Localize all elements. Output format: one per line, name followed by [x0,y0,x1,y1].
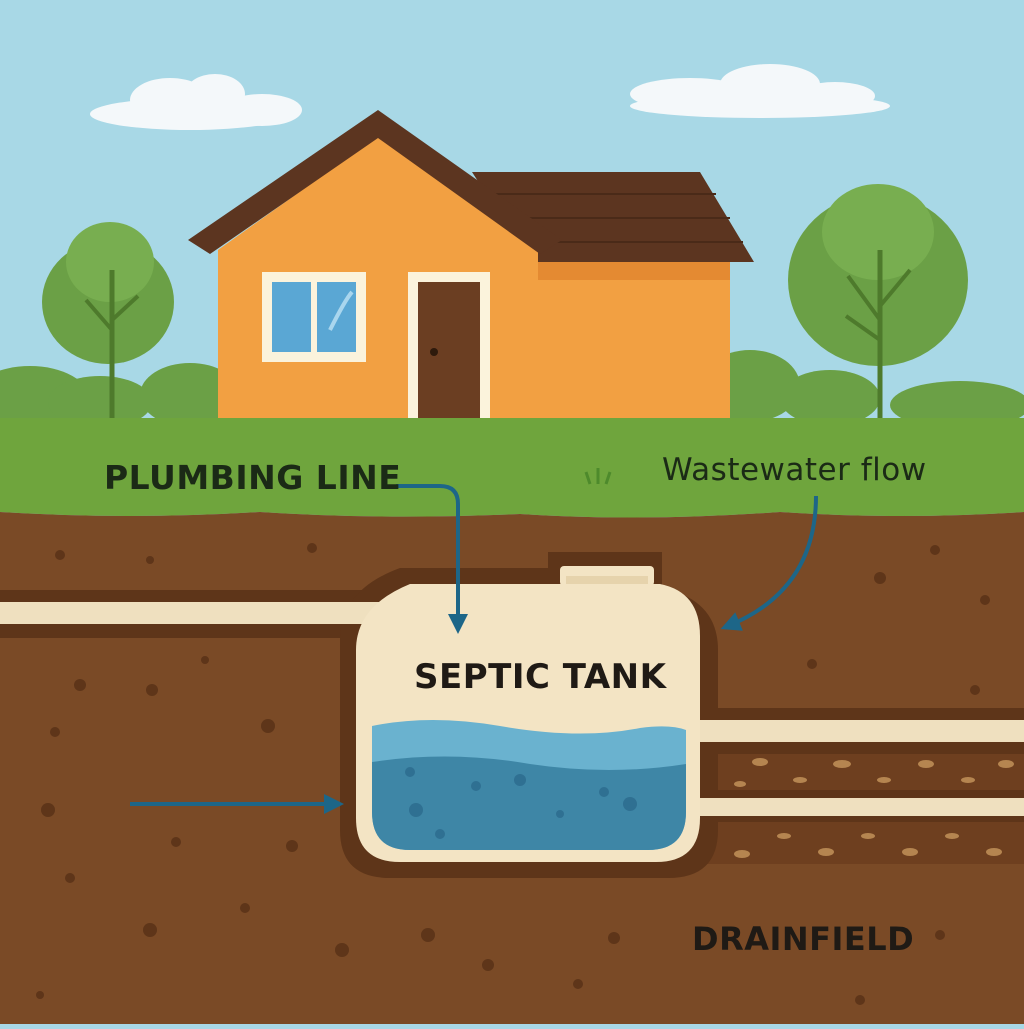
inlet-pipe [0,602,430,624]
wastewater-flow-label: Wastewater flow [662,452,927,488]
drainfield-label: DRAINFIELD [692,920,915,958]
arrow-icon [720,495,818,631]
cloud-icon [630,64,890,118]
house-roof-front [188,110,562,254]
tank-water [372,756,686,850]
house-icon [188,110,754,422]
cloud-icon [90,74,302,130]
plumbing-line-label: PLUMBING LINE [104,458,402,497]
soil-specks [36,543,990,1005]
water-bubbles [405,767,637,839]
gravel-stones [734,758,1014,858]
grass-tuft [584,468,612,485]
window [262,272,366,362]
outlet-pipe-upper [700,720,1024,742]
door [408,272,490,422]
outlet-pipe-lower [700,798,1024,816]
house-wall-right [520,262,730,422]
tree-icon [788,184,968,420]
grass [0,418,1024,518]
arrow-icon [396,484,468,634]
septic-tank-label: SEPTIC TANK [414,657,667,697]
tree-icon [42,222,174,420]
septic-tank [356,566,700,862]
